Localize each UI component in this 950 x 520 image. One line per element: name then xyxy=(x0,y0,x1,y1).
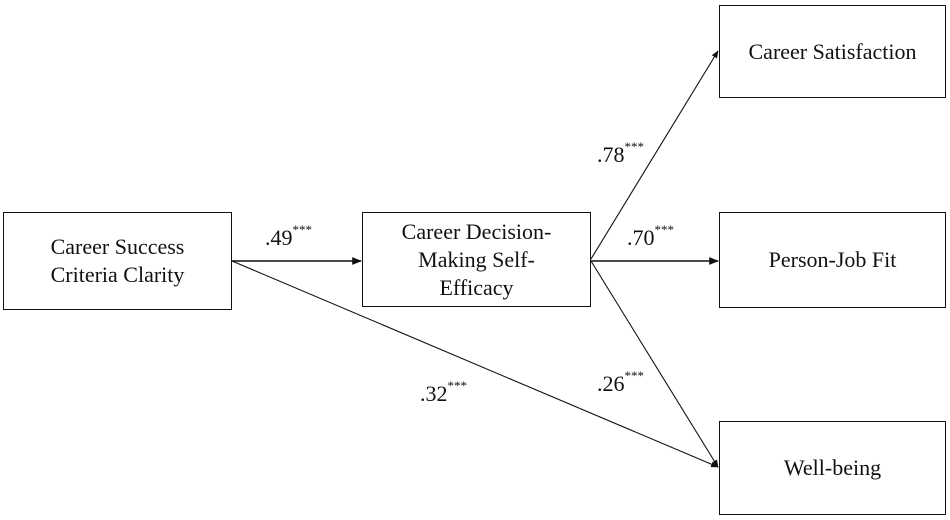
coefficient-value: .32 xyxy=(420,381,448,406)
arrow-predictor-to-wellbeing xyxy=(231,260,719,468)
coefficient-value: .70 xyxy=(627,225,655,250)
node-label-line: Career Satisfaction xyxy=(748,38,917,64)
coefficient-value: .26 xyxy=(597,371,625,396)
arrow-mediator-to-satisfaction xyxy=(590,50,719,260)
coefficient-mediator-to-satisfaction: .78*** xyxy=(597,140,644,167)
node-well-being: Well-being xyxy=(719,421,946,515)
coefficient-mediator-to-wellbeing: .26*** xyxy=(597,369,644,396)
node-label-line: Efficacy xyxy=(439,274,514,300)
significance-stars: *** xyxy=(654,222,675,237)
node-label-line: Making Self- xyxy=(418,246,535,272)
node-label-line: Career Decision- xyxy=(401,218,552,244)
coefficient-predictor-to-mediator: .49*** xyxy=(265,223,312,250)
node-label-line: Career Success xyxy=(50,234,185,259)
coefficient-mediator-to-fit: .70*** xyxy=(627,223,674,250)
arrow-mediator-to-wellbeing xyxy=(590,260,719,468)
coefficient-value: .78 xyxy=(597,142,625,167)
significance-stars: *** xyxy=(624,368,645,383)
node-career-decision-making-self-efficacy: Career Decision- Making Self- Efficacy xyxy=(362,212,591,307)
significance-stars: *** xyxy=(292,222,313,237)
coefficient-value: .49 xyxy=(265,225,293,250)
node-career-success-criteria-clarity: Career Success Criteria Clarity xyxy=(3,212,232,310)
node-label-line: Person-Job Fit xyxy=(768,247,897,272)
coefficient-predictor-to-wellbeing: .32*** xyxy=(420,379,467,406)
node-career-satisfaction: Career Satisfaction xyxy=(719,5,946,98)
node-label-line: Well-being xyxy=(783,455,882,480)
node-label-line: Criteria Clarity xyxy=(50,262,185,287)
node-person-job-fit: Person-Job Fit xyxy=(719,212,946,308)
significance-stars: *** xyxy=(447,378,468,393)
significance-stars: *** xyxy=(624,139,645,154)
